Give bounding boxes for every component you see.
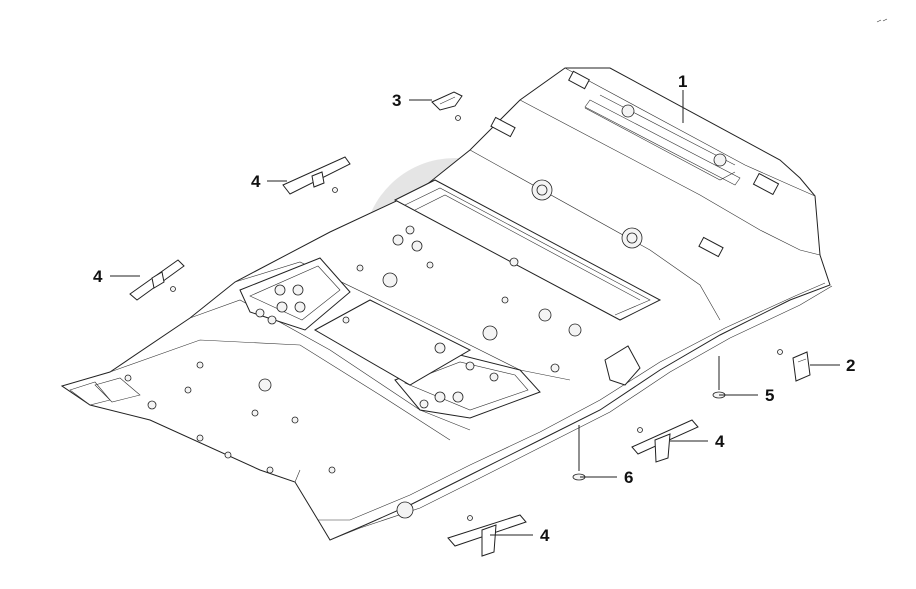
callout-5: 5: [765, 386, 774, 405]
callout-4-left: 4: [93, 267, 103, 286]
floor-holes: [124, 104, 727, 519]
callout-4-upper: 4: [251, 172, 261, 191]
leader-lines: [110, 90, 840, 536]
bracket-part-4-right: [631, 419, 699, 463]
callout-1: 1: [678, 72, 687, 91]
callout-6: 6: [624, 468, 633, 487]
callout-labels: 1 2 3 4 4 4 4 5 6: [93, 72, 855, 545]
callout-4-right: 4: [715, 432, 725, 451]
bracket-part-2: [777, 349, 811, 382]
floor-panel: [60, 67, 833, 541]
callout-3: 3: [392, 91, 401, 110]
bracket-part-4-upper: [282, 156, 351, 195]
bracket-part-4-left: [129, 259, 185, 301]
callout-2: 2: [846, 356, 855, 375]
bracket-part-4-bottom: [447, 514, 527, 557]
bracket-part-3: [431, 91, 463, 121]
corner-mark: [876, 18, 888, 23]
callout-4-bottom: 4: [540, 526, 550, 545]
